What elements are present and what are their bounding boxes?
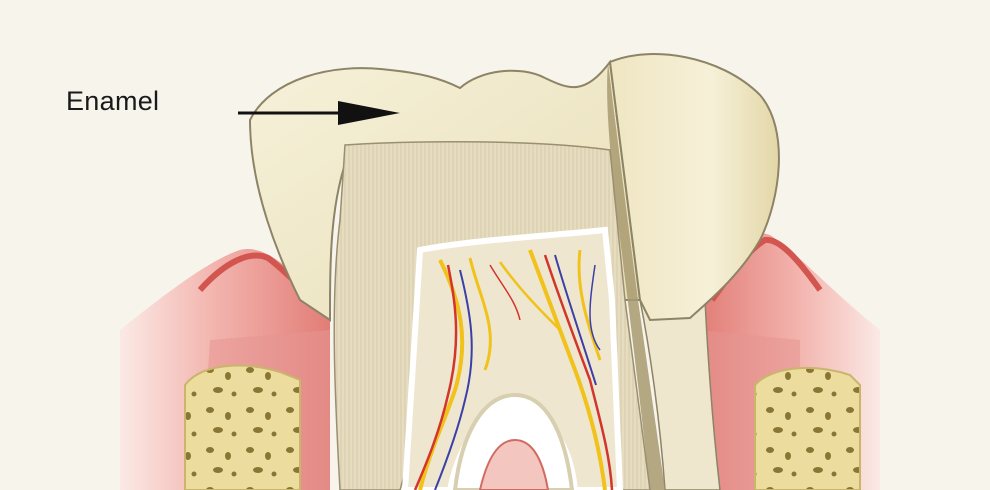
left-bone [185,366,300,490]
right-bone [755,368,860,490]
enamel-label: Enamel [66,86,159,117]
